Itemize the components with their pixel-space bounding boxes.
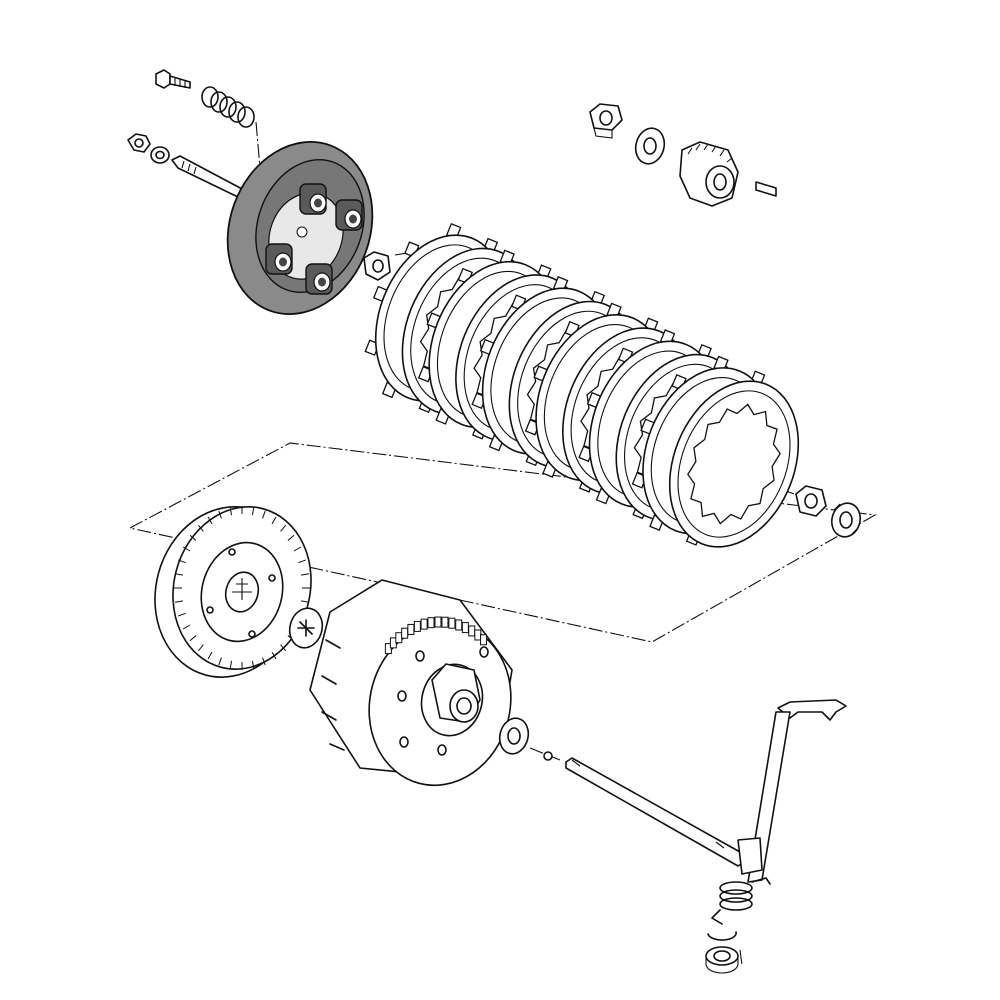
basket-tooth bbox=[474, 629, 482, 641]
gear-tooth bbox=[218, 510, 222, 519]
oil-seal bbox=[705, 946, 739, 974]
primary-drive-nut bbox=[589, 103, 623, 139]
gear-tooth bbox=[174, 600, 183, 603]
release-lever-shaft bbox=[737, 699, 847, 883]
steel-ball bbox=[543, 751, 553, 761]
basket-tooth bbox=[413, 620, 421, 632]
push-rod-nut-and-bolt bbox=[127, 133, 245, 199]
clutch-outer-gear bbox=[154, 506, 312, 678]
gear-tooth bbox=[262, 657, 266, 666]
woodruff-key bbox=[755, 181, 777, 197]
thrust-washer bbox=[498, 717, 530, 755]
pressure-plate-bolt bbox=[155, 69, 191, 89]
gear-tooth bbox=[189, 635, 197, 642]
basket-tooth bbox=[434, 616, 442, 628]
basket-tooth bbox=[407, 623, 415, 635]
basket-tooth bbox=[441, 616, 449, 628]
gear-tooth bbox=[251, 660, 255, 669]
basket-tooth bbox=[395, 632, 403, 644]
plate-inner-teeth bbox=[687, 403, 781, 525]
primary-drive-washer bbox=[634, 127, 666, 165]
return-spring bbox=[711, 877, 771, 925]
gear-tooth bbox=[207, 651, 213, 660]
circlip bbox=[707, 931, 737, 941]
basket-tooth bbox=[401, 627, 409, 639]
gear-tooth bbox=[189, 534, 197, 541]
gear-tooth bbox=[218, 657, 222, 666]
gear-tooth bbox=[301, 573, 310, 576]
basket-tooth bbox=[448, 617, 456, 629]
primary-drive-gear bbox=[679, 141, 739, 207]
gear-tooth bbox=[287, 534, 295, 541]
gear-tooth bbox=[298, 559, 307, 564]
gear-tooth bbox=[293, 546, 302, 552]
gear-tooth bbox=[229, 660, 233, 669]
gear-tooth bbox=[174, 573, 183, 576]
push-rod bbox=[565, 757, 745, 867]
gear-tooth bbox=[197, 524, 204, 532]
gear-tooth bbox=[271, 651, 277, 660]
release-bearing bbox=[363, 251, 391, 281]
gear-tooth bbox=[229, 507, 233, 516]
basket-tooth bbox=[468, 625, 476, 637]
lock-washer bbox=[830, 502, 862, 538]
basket-tooth bbox=[384, 643, 392, 655]
pressure-plate bbox=[226, 141, 374, 315]
basket-tooth bbox=[420, 618, 428, 630]
gear-tooth bbox=[177, 612, 186, 617]
basket-tooth bbox=[480, 634, 488, 646]
gear-tooth bbox=[262, 510, 266, 519]
gear-tooth bbox=[280, 524, 287, 532]
clutch-basket bbox=[309, 579, 513, 787]
basket-tooth bbox=[455, 619, 463, 631]
steel-plate bbox=[668, 380, 800, 548]
clutch-hub-nut bbox=[795, 485, 827, 517]
gear-tooth bbox=[177, 559, 186, 564]
plate-inner-ring bbox=[677, 390, 791, 538]
gear-tooth bbox=[301, 600, 310, 603]
gear-tooth bbox=[182, 546, 191, 552]
gear-tooth bbox=[271, 516, 277, 525]
clutch-spring bbox=[201, 86, 255, 128]
spline-washer bbox=[288, 607, 324, 649]
gear-tooth bbox=[197, 644, 204, 652]
gear-tooth bbox=[207, 516, 213, 525]
gear-tooth bbox=[251, 507, 255, 516]
gear-tooth bbox=[280, 644, 287, 652]
gear-tooth bbox=[182, 624, 191, 630]
basket-tooth bbox=[427, 617, 435, 629]
clutch-plate-stack bbox=[364, 222, 800, 548]
basket-tooth bbox=[461, 622, 469, 634]
